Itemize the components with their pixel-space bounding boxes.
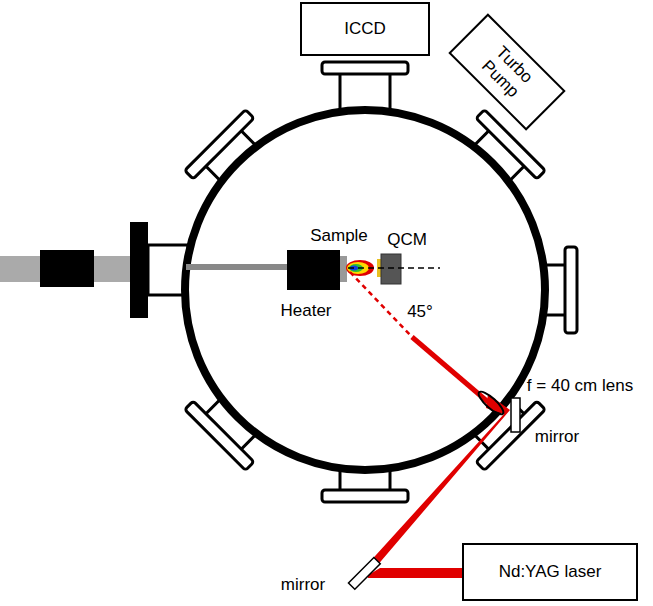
- box-label: ICCD: [344, 19, 386, 39]
- heater-label: Heater: [278, 302, 333, 321]
- pump-box: Turbo Pump: [448, 13, 565, 130]
- camera-box: ICCD: [300, 2, 430, 56]
- box-label: Turbo Pump: [465, 30, 549, 114]
- angle-label: 45°: [405, 303, 435, 322]
- laser-box: Nd:YAG laser: [462, 543, 638, 601]
- box-label: Nd:YAG laser: [499, 562, 602, 582]
- lens-label: f = 40 cm lens: [525, 377, 635, 396]
- sample-label: Sample: [308, 227, 370, 246]
- mirror-label: mirror: [533, 428, 581, 447]
- mirror-label: mirror: [279, 576, 327, 595]
- qcm-label: QCM: [385, 231, 429, 250]
